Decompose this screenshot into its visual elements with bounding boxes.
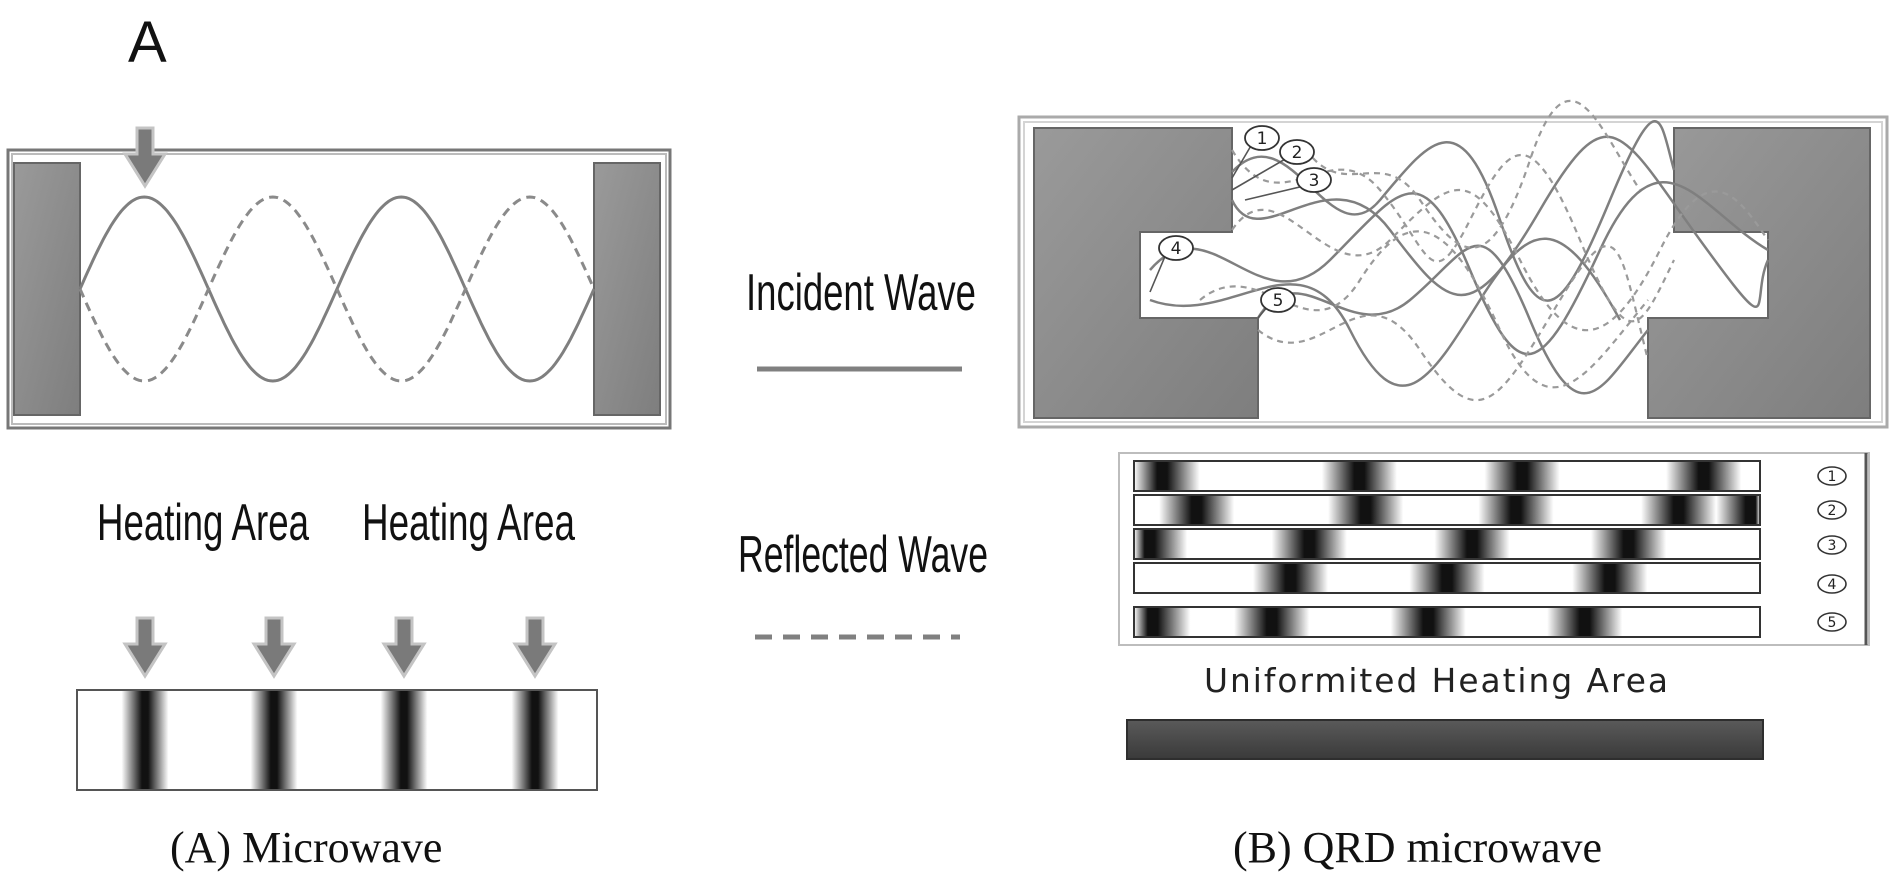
pattern-strips: 1 2 3 4 5 xyxy=(1133,460,1847,638)
heating-arrow-icon xyxy=(251,616,297,679)
qrd-pattern-panel: 1 2 3 4 5 xyxy=(1118,452,1870,646)
pattern-strip xyxy=(1133,562,1761,594)
callout-circle xyxy=(1296,167,1332,193)
right-reflector xyxy=(593,162,661,416)
strip-number-circle xyxy=(1817,535,1847,555)
qrd-reflected-wave xyxy=(1299,100,1641,249)
heating-arrows xyxy=(122,616,558,679)
callout-number: 4 xyxy=(1171,239,1182,259)
callout-number: 2 xyxy=(1292,143,1303,163)
pattern-strip xyxy=(1133,606,1761,638)
caption-a: (A) Microwave xyxy=(170,823,442,872)
cavity-outline xyxy=(6,148,672,430)
strip-number-circle xyxy=(1817,612,1847,632)
caption-b: (B) QRD microwave xyxy=(1233,823,1602,872)
callout-circle xyxy=(1158,235,1194,261)
pattern-strip xyxy=(1133,494,1761,526)
callout-circle xyxy=(1244,125,1280,151)
qrd-reflected-wave xyxy=(1231,189,1769,332)
uniform-heating-bar xyxy=(1126,719,1764,760)
strip-number-circle xyxy=(1817,574,1847,594)
strip-number-circle xyxy=(1817,466,1847,486)
uniform-heating-label: Uniformited Heating Area xyxy=(1204,661,1670,700)
qrd-incident-wave xyxy=(1230,135,1770,308)
qrd-incident-wave xyxy=(1256,244,1649,395)
strip-number: 4 xyxy=(1828,577,1837,593)
heating-arrow-icon xyxy=(381,616,427,679)
strip-number-circle xyxy=(1817,500,1847,520)
callout-number: 1 xyxy=(1257,129,1268,149)
callout-number: 5 xyxy=(1273,291,1284,311)
reflected-wave-line xyxy=(78,195,596,383)
left-reflector xyxy=(13,162,81,416)
legend-incident-label: Incident Wave xyxy=(746,264,976,322)
callout-circle xyxy=(1279,139,1315,165)
qrd-left-block xyxy=(1033,127,1259,419)
callout-leader xyxy=(1149,253,1167,293)
heating-arrow-icon xyxy=(512,616,558,679)
pattern-strip xyxy=(1133,528,1761,560)
strip-number: 2 xyxy=(1828,503,1837,519)
callout-leader xyxy=(1231,157,1288,191)
input-arrow-icon xyxy=(122,126,168,189)
heating-pattern-bar xyxy=(76,689,598,791)
panel-letter: A xyxy=(128,10,167,75)
heating-arrow-icon xyxy=(122,616,168,679)
qrd-incident-wave xyxy=(1149,181,1769,356)
heating-label-1: Heating Area xyxy=(97,494,309,552)
callout-leader xyxy=(1244,185,1305,201)
pattern-strip xyxy=(1133,460,1761,492)
strip-number: 3 xyxy=(1828,538,1837,554)
qrd-inner-outline xyxy=(1023,121,1883,423)
strip-number: 1 xyxy=(1828,469,1837,485)
callout-circle xyxy=(1260,287,1296,313)
qrd-incident-wave xyxy=(1231,120,1676,302)
incident-wave-line xyxy=(78,195,596,383)
microwave-cavity xyxy=(6,148,672,430)
legend-reflected-label: Reflected Wave xyxy=(738,526,988,584)
callout-leader xyxy=(1231,143,1253,179)
strip-number: 5 xyxy=(1828,615,1837,631)
heating-bar-rect xyxy=(76,689,598,791)
cavity-inner-outline xyxy=(11,153,667,425)
heating-label-2: Heating Area xyxy=(362,494,575,552)
callout-number: 3 xyxy=(1309,171,1320,191)
